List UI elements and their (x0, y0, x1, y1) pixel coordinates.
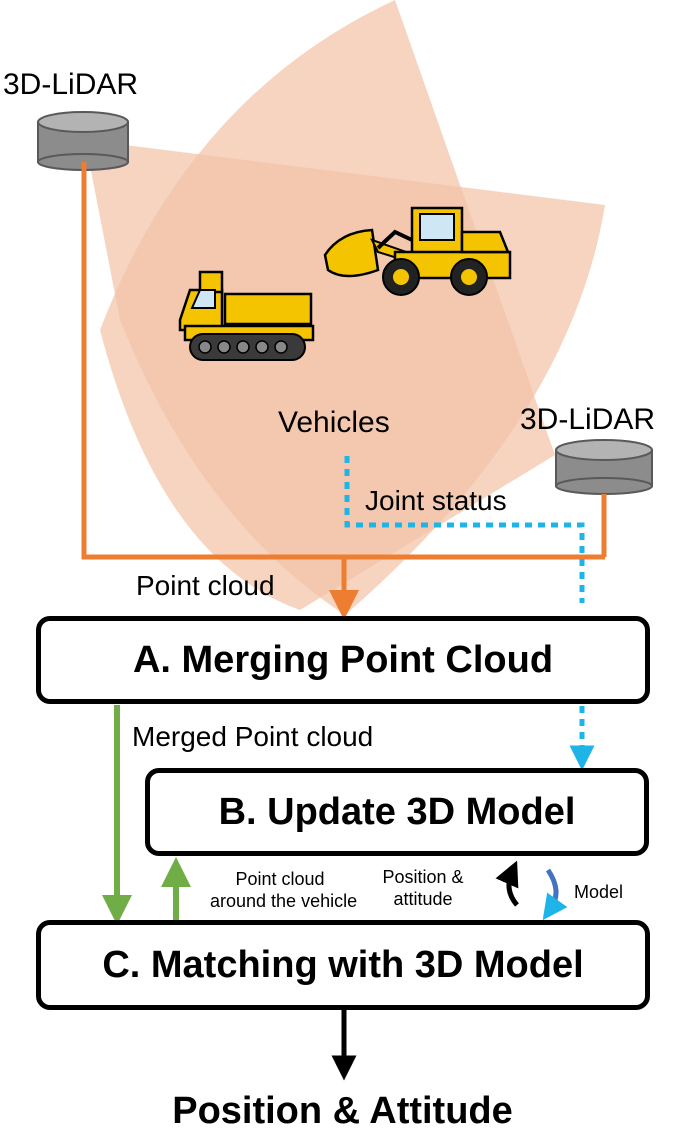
merged-point-cloud-label: Merged Point cloud (132, 721, 374, 752)
lidar-right-label: 3D-LiDAR (520, 403, 656, 436)
crawler-dump-truck-icon (178, 270, 315, 361)
position-attitude-line-2: attitude (393, 888, 453, 909)
point-cloud-line-left (81, 162, 605, 560)
update-3d-model-title: B. Update 3D Model (218, 790, 576, 833)
update-3d-model-box: B. Update 3D Model (145, 768, 649, 856)
lidar-left-icon (37, 111, 129, 171)
point-cloud-around-line-1: Point cloud (235, 869, 325, 889)
merging-point-cloud-box: A. Merging Point Cloud (36, 616, 650, 704)
position-attitude-small-label: Position & attitude (368, 867, 478, 910)
point-cloud-around-label: Point cloud around the vehicle (210, 869, 358, 912)
lidar-right-icon (555, 439, 653, 495)
model-arrow (542, 868, 568, 921)
model-label: Model (574, 882, 624, 902)
lidar-left-label: 3D-LiDAR (3, 68, 139, 101)
vehicles-label: Vehicles (278, 406, 390, 439)
matching-3d-model-title: C. Matching with 3D Model (102, 943, 584, 986)
matching-3d-model-box: C. Matching with 3D Model (36, 920, 650, 1010)
merging-point-cloud-title: A. Merging Point Cloud (132, 638, 554, 681)
joint-status-line (344, 456, 585, 603)
point-cloud-label: Point cloud (136, 570, 275, 601)
joint-status-label: Joint status (365, 485, 507, 516)
wheel-loader-icon (323, 206, 512, 296)
lidar-right-fov (100, 0, 555, 610)
position-attitude-arrow (495, 860, 519, 907)
output-label: Position & Attitude (172, 1090, 513, 1132)
position-attitude-line-1: Position & (382, 867, 464, 887)
point-cloud-around-line-2: around the vehicle (210, 890, 358, 911)
